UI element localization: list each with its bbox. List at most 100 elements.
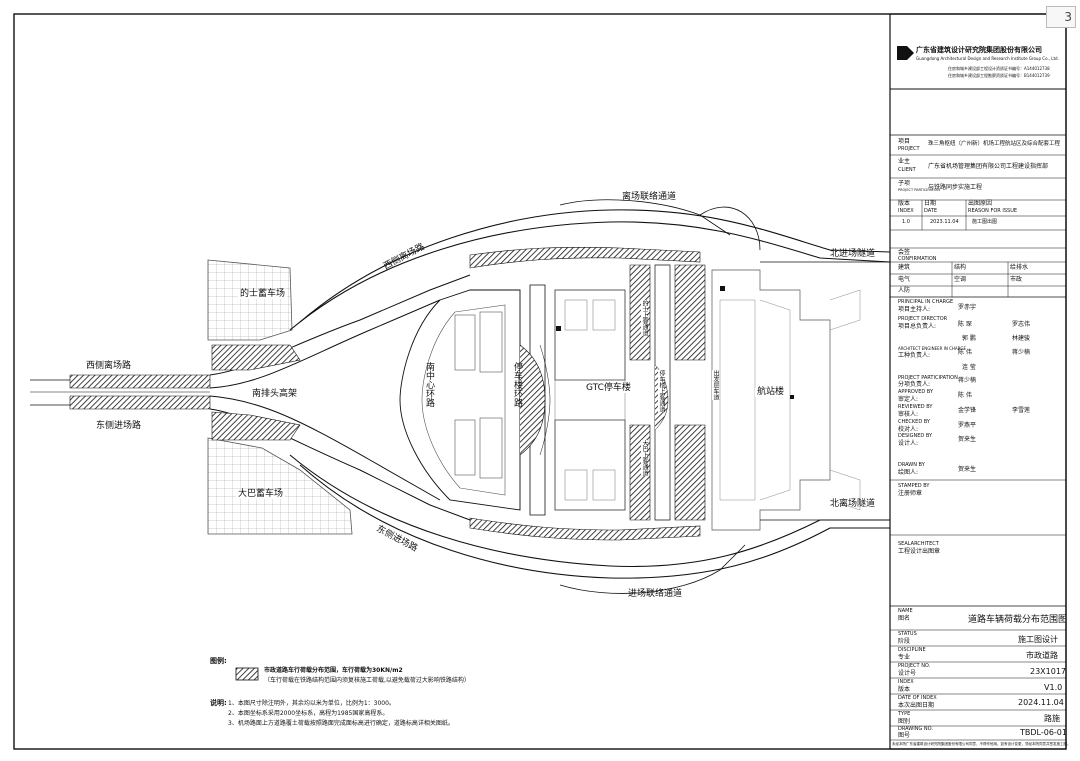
role-8-cn: 设计人: bbox=[898, 440, 919, 447]
curb-south-hatch bbox=[674, 424, 706, 521]
role-3-name-1: 陈 伟 bbox=[958, 349, 972, 356]
gtc-north bbox=[554, 289, 626, 381]
subitem-value: 与铁路同步实施工程 bbox=[928, 184, 983, 191]
notes-title: 说明: bbox=[210, 699, 227, 707]
role-8-en: DESIGNED BY bbox=[898, 433, 933, 439]
discipline-1: 建筑 bbox=[898, 264, 911, 271]
bus-lane-label: 大巴上客通道 bbox=[641, 440, 648, 476]
discipline-5: 空调 bbox=[954, 276, 967, 283]
discipline-4: 电气 bbox=[898, 276, 911, 283]
bus-lot-label: 大巴蓄车场 bbox=[236, 489, 286, 499]
title-block-frame bbox=[889, 13, 1067, 750]
role-4-en: PROJECT PARTICIPATION bbox=[898, 375, 958, 381]
name-label-cn: 图名 bbox=[898, 615, 911, 622]
page-corner-button[interactable]: 3 bbox=[1046, 6, 1076, 28]
role-6-en: REVIEWED BY bbox=[898, 404, 933, 410]
cert-line-2: 住房和城乡建设部工程勘察资质证书编号：B144012739 bbox=[948, 73, 1050, 78]
role-5-name-1: 陈 伟 bbox=[958, 392, 972, 399]
role-2-name-4: 林建骏 bbox=[1012, 335, 1031, 342]
project-value: 珠三角枢纽（广州新）机场工程航站区及综合配套工程 bbox=[928, 141, 1061, 147]
date-of-index-value: 2024.11.04 bbox=[1018, 698, 1064, 707]
west-exit-hatch bbox=[69, 374, 211, 389]
central-loop-label: 南中心环路 bbox=[424, 362, 434, 407]
discipline-value: 市政道路 bbox=[1026, 651, 1058, 660]
version-value: 1.0 bbox=[902, 219, 910, 225]
role-9-cn: 绘图人: bbox=[898, 469, 919, 476]
cert-line-1: 住房和城乡建设部工程设计资质证书编号：A144012738 bbox=[948, 66, 1050, 71]
role-8-name-1: 贺来生 bbox=[958, 436, 977, 443]
project-no-label-en: PROJECT NO. bbox=[898, 663, 931, 669]
discipline-2: 结构 bbox=[954, 264, 967, 271]
index-label-en: INDEX bbox=[898, 679, 914, 685]
notes-item-3: 3、机场路面上方道路覆土荷载按照路面完成面标高进行确定，道路标高详相关图纸。 bbox=[228, 720, 454, 727]
type-value: 路施 bbox=[1044, 714, 1060, 723]
bus-lot-area bbox=[207, 437, 353, 535]
role-2-name-3: 郭 鹏 bbox=[962, 335, 976, 342]
confirm-label: 会签 bbox=[898, 249, 911, 256]
status-value: 施工图设计 bbox=[1018, 635, 1058, 644]
discipline-label-cn: 专业 bbox=[898, 654, 911, 661]
role-7-en: CHECKED BY bbox=[898, 419, 930, 425]
role-1-name-1: 罗赤宇 bbox=[958, 304, 977, 311]
status-label-cn: 阶段 bbox=[898, 638, 911, 645]
date-label: 日期 bbox=[924, 200, 937, 207]
seal-label-cn: 工程设计出图章 bbox=[898, 548, 941, 555]
legend-text-2: （车行荷载在铁路结构范围内须复核施工荷载,以避免载荷过大影响铁路结构） bbox=[264, 677, 470, 684]
date-of-index-label-en: DATE OF INDEX bbox=[898, 695, 937, 701]
company-name-en: Guangdong Architectural Design and Resea… bbox=[916, 56, 1059, 61]
discipline-label-en: DISCIPLINE bbox=[898, 647, 926, 653]
role-2-en: PROJECT DIRECTOR bbox=[898, 316, 948, 322]
stamped-label-en: STAMPED BY bbox=[898, 483, 930, 489]
role-5-en: APPROVED BY bbox=[898, 389, 934, 395]
reason-label: 出图原因 bbox=[968, 200, 993, 207]
role-9-name-1: 贺来生 bbox=[958, 466, 977, 473]
subitem-label-cn: 子项 bbox=[898, 180, 911, 187]
curb-north-hatch bbox=[674, 264, 706, 361]
north-entry-tunnel-label: 北进场隧道 bbox=[830, 249, 876, 259]
gtc-label: GTC停车楼 bbox=[584, 383, 633, 393]
notes-item-2: 2、本图坐标系采用2000坐标系，高程为1985国家高程系。 bbox=[228, 710, 389, 717]
role-1-cn: 项目主持人: bbox=[898, 306, 931, 313]
east-entry-hatch bbox=[69, 395, 211, 410]
footer-note: 未经本院广东省建筑设计研究院集团股份有限公司同意，不得作他用。如有设计变更，须经… bbox=[892, 742, 1071, 746]
subitem-label-en: PROJECT PARTICIPATION bbox=[898, 188, 940, 192]
client-label-en: CLIENT bbox=[898, 167, 916, 173]
type-label-en: TYPE bbox=[898, 711, 911, 717]
status-label-en: STATUS bbox=[898, 631, 917, 637]
index-label-cn: 版本 bbox=[898, 686, 911, 693]
role-2-name-1: 陈 琛 bbox=[958, 321, 972, 328]
client-value: 广东省机场管理集团有限公司工程建设指挥部 bbox=[928, 163, 1049, 170]
index-value: V1.0 bbox=[1044, 683, 1063, 692]
role-4-name-1: 蒋少楠 bbox=[958, 377, 977, 384]
role-7-name-1: 罗燕平 bbox=[958, 422, 977, 429]
top-loop-hatch bbox=[469, 246, 701, 269]
reason-value: 施工图出图 bbox=[972, 219, 998, 225]
curb-lane-label: 停车楼上客通道 bbox=[658, 370, 665, 412]
discipline-6: 市政 bbox=[1010, 276, 1023, 283]
taxi-lot-label: 的士蓄车场 bbox=[238, 289, 288, 299]
drawing-no-label-cn: 图号 bbox=[898, 732, 911, 739]
bottom-loop-hatch bbox=[469, 517, 701, 541]
role-3-cn: 工种负责人: bbox=[898, 352, 931, 359]
client-label-cn: 业主 bbox=[898, 158, 911, 165]
role-7-cn: 校对人: bbox=[898, 426, 919, 433]
role-9-en: DRAWN BY bbox=[898, 462, 925, 468]
north-exit-tunnel-label: 北离场隧道 bbox=[830, 499, 876, 509]
south-viaduct-label: 南排头高架 bbox=[252, 389, 298, 399]
discipline-3: 给排水 bbox=[1010, 264, 1029, 271]
taxi-lane-label: 的士上客通道 bbox=[641, 300, 648, 336]
role-4-cn: 分项负责人: bbox=[898, 381, 931, 388]
role-3-name-3: 连 莹 bbox=[962, 364, 976, 371]
discipline-7: 人防 bbox=[898, 287, 911, 294]
east-entry-road-label: 东侧进场路 bbox=[96, 421, 142, 431]
legend-hatch-swatch bbox=[235, 667, 259, 681]
legend-title: 图例: bbox=[210, 657, 227, 665]
role-3-en: ARCHITECT ENGINEER IN CHARGE bbox=[898, 346, 967, 351]
terminal-label: 航站楼 bbox=[755, 387, 787, 397]
project-label-cn: 项目 bbox=[898, 138, 911, 145]
terminal-outline bbox=[711, 269, 831, 531]
version-label: 版本 bbox=[898, 200, 911, 207]
role-6-name-1: 金学锋 bbox=[958, 407, 977, 414]
version-label-en: INDEX bbox=[898, 208, 914, 214]
